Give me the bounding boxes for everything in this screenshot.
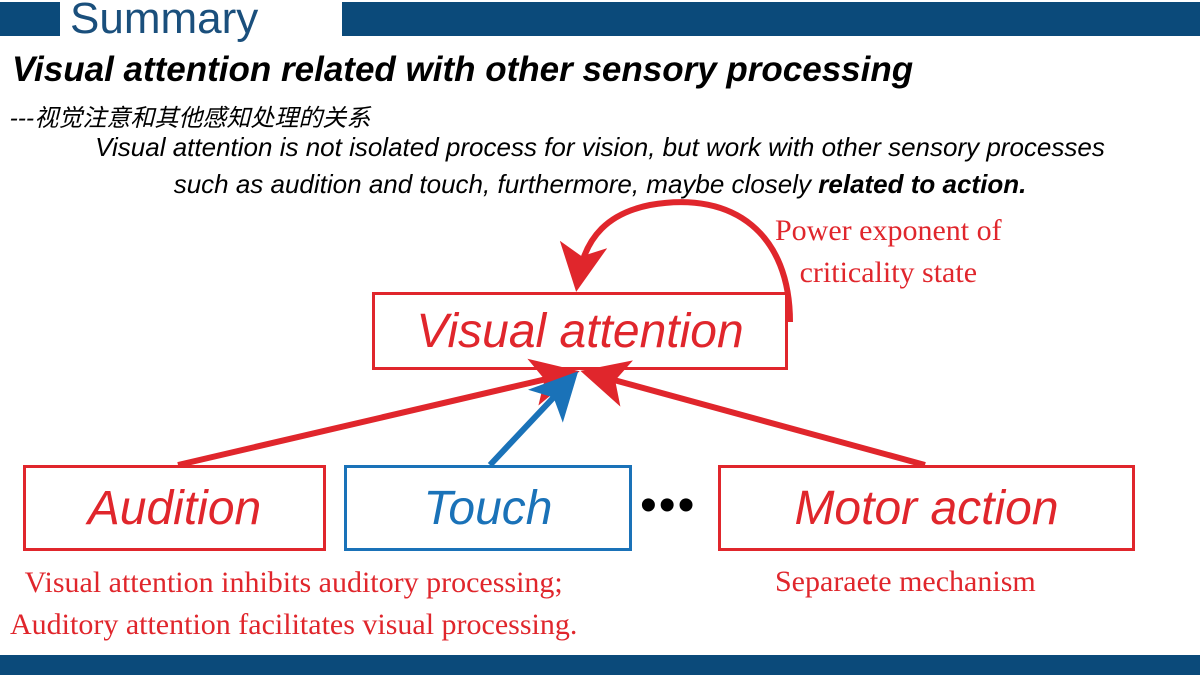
node-motor-action: Motor action: [718, 465, 1135, 551]
audition-note-line-1: Visual attention inhibits auditory proce…: [24, 566, 563, 599]
body-text-emphasis: related to action.: [818, 169, 1027, 199]
body-text-line-1: Visual attention is not isolated process…: [95, 132, 1105, 162]
node-visual-attention: Visual attention: [372, 292, 788, 370]
power-note-line-1: Power exponent of: [775, 214, 1002, 247]
node-touch: Touch: [344, 465, 632, 551]
self-loop-arrow: [559, 199, 793, 323]
ellipsis-dots: •••: [640, 479, 697, 532]
footer-bar: [0, 655, 1200, 675]
header-bar-left: [0, 2, 60, 36]
audition-note-line-2: Auditory attention facilitates visual pr…: [10, 608, 578, 641]
touch-to-attention-arrow: [487, 371, 579, 468]
audition-note: Visual attention inhibits auditory proce…: [10, 562, 577, 646]
body-text-plain: such as audition and touch, furthermore,…: [173, 169, 819, 199]
motor-to-attention-arrow: [580, 360, 926, 468]
slide-headline: Visual attention related with other sens…: [12, 50, 914, 89]
audition-to-attention-arrow: [177, 358, 580, 468]
header-bar-right: [342, 2, 1200, 36]
power-note-line-2: criticality state: [799, 256, 978, 289]
node-audition: Audition: [23, 465, 326, 551]
slide-subtitle: ---视觉注意和其他感知处理的关系: [10, 104, 371, 132]
body-text-line-2: such as audition and touch, furthermore,…: [0, 169, 1200, 200]
power-exponent-note: Power exponent of criticality state: [775, 210, 1002, 294]
section-title: Summary: [70, 0, 259, 43]
motor-note: Separaete mechanism: [775, 565, 1036, 598]
